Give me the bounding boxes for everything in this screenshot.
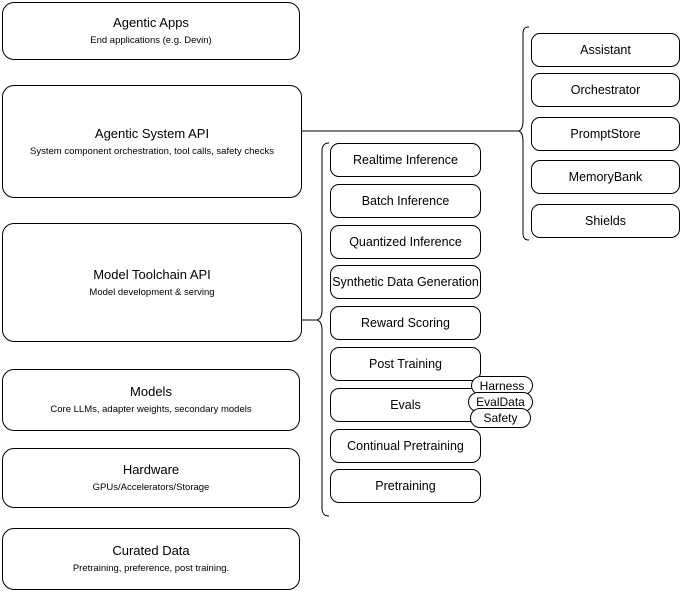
toolchain-item-pretraining[interactable]: Pretraining <box>330 469 481 503</box>
toolchain-item-label: Evals <box>390 398 421 412</box>
system-item-label: Assistant <box>580 43 631 57</box>
layer-subtitle: Core LLMs, adapter weights, secondary mo… <box>50 404 252 415</box>
toolchain-item-label: Reward Scoring <box>361 316 450 330</box>
toolchain-item-reward-scoring[interactable]: Reward Scoring <box>330 306 481 340</box>
system-item-memorybank[interactable]: MemoryBank <box>531 160 680 194</box>
eval-pill-safety[interactable]: Safety <box>470 408 531 428</box>
layer-title: Curated Data <box>112 543 190 558</box>
system-item-orchestrator[interactable]: Orchestrator <box>531 73 680 107</box>
system-item-label: Orchestrator <box>570 83 641 97</box>
toolchain-item-label: Continual Pretraining <box>347 439 464 453</box>
toolchain-item-post-training[interactable]: Post Training <box>330 347 481 381</box>
toolchain-item-batch-inference[interactable]: Batch Inference <box>330 184 481 218</box>
right-group-brace-icon <box>517 26 530 241</box>
toolchain-item-synthetic-data-generation[interactable]: Synthetic Data Generation <box>330 265 481 299</box>
layer-models[interactable]: Models Core LLMs, adapter weights, secon… <box>2 369 300 431</box>
system-item-label: PromptStore <box>570 127 641 141</box>
toolchain-item-label: Pretraining <box>375 479 436 493</box>
layer-title: Models <box>130 384 172 399</box>
toolchain-item-label: Synthetic Data Generation <box>332 275 479 289</box>
toolchain-item-realtime-inference[interactable]: Realtime Inference <box>330 143 481 177</box>
layer-title: Model Toolchain API <box>93 266 211 282</box>
layer-hardware[interactable]: Hardware GPUs/Accelerators/Storage <box>2 448 300 508</box>
layer-subtitle: End applications (e.g. Devin) <box>90 35 212 46</box>
layer-agentic-apps[interactable]: Agentic Apps End applications (e.g. Devi… <box>2 2 300 60</box>
eval-pill-label: Harness <box>479 378 525 393</box>
middle-group-brace-icon <box>315 142 330 517</box>
eval-pill-label: EvalData <box>476 395 525 409</box>
layer-title: Agentic Apps <box>113 15 189 30</box>
system-item-label: Shields <box>585 214 626 228</box>
layer-subtitle: Model development & serving <box>89 286 215 298</box>
layer-subtitle: System component orchestration, tool cal… <box>30 145 274 157</box>
toolchain-item-label: Quantized Inference <box>349 235 462 249</box>
system-item-promptstore[interactable]: PromptStore <box>531 117 680 151</box>
system-item-label: MemoryBank <box>568 170 643 184</box>
toolchain-item-label: Post Training <box>369 357 442 371</box>
layer-title: Hardware <box>122 462 180 477</box>
toolchain-item-label: Realtime Inference <box>353 153 458 167</box>
layer-subtitle: Pretraining, preference, post training. <box>72 563 230 574</box>
layer-subtitle: GPUs/Accelerators/Storage <box>92 482 210 493</box>
system-item-shields[interactable]: Shields <box>531 204 680 238</box>
layer-model-toolchain-api[interactable]: Model Toolchain API Model development & … <box>2 223 302 342</box>
toolchain-item-label: Batch Inference <box>361 194 450 208</box>
layer-curated-data[interactable]: Curated Data Pretraining, preference, po… <box>2 528 300 590</box>
system-item-assistant[interactable]: Assistant <box>531 33 680 67</box>
toolchain-item-evals[interactable]: Evals <box>330 388 481 422</box>
layer-agentic-system-api[interactable]: Agentic System API System component orch… <box>2 85 302 198</box>
toolchain-item-continual-pretraining[interactable]: Continual Pretraining <box>330 429 481 463</box>
eval-pill-label: Safety <box>483 411 518 425</box>
layer-title: Agentic System API <box>94 125 210 141</box>
toolchain-item-quantized-inference[interactable]: Quantized Inference <box>330 225 481 259</box>
